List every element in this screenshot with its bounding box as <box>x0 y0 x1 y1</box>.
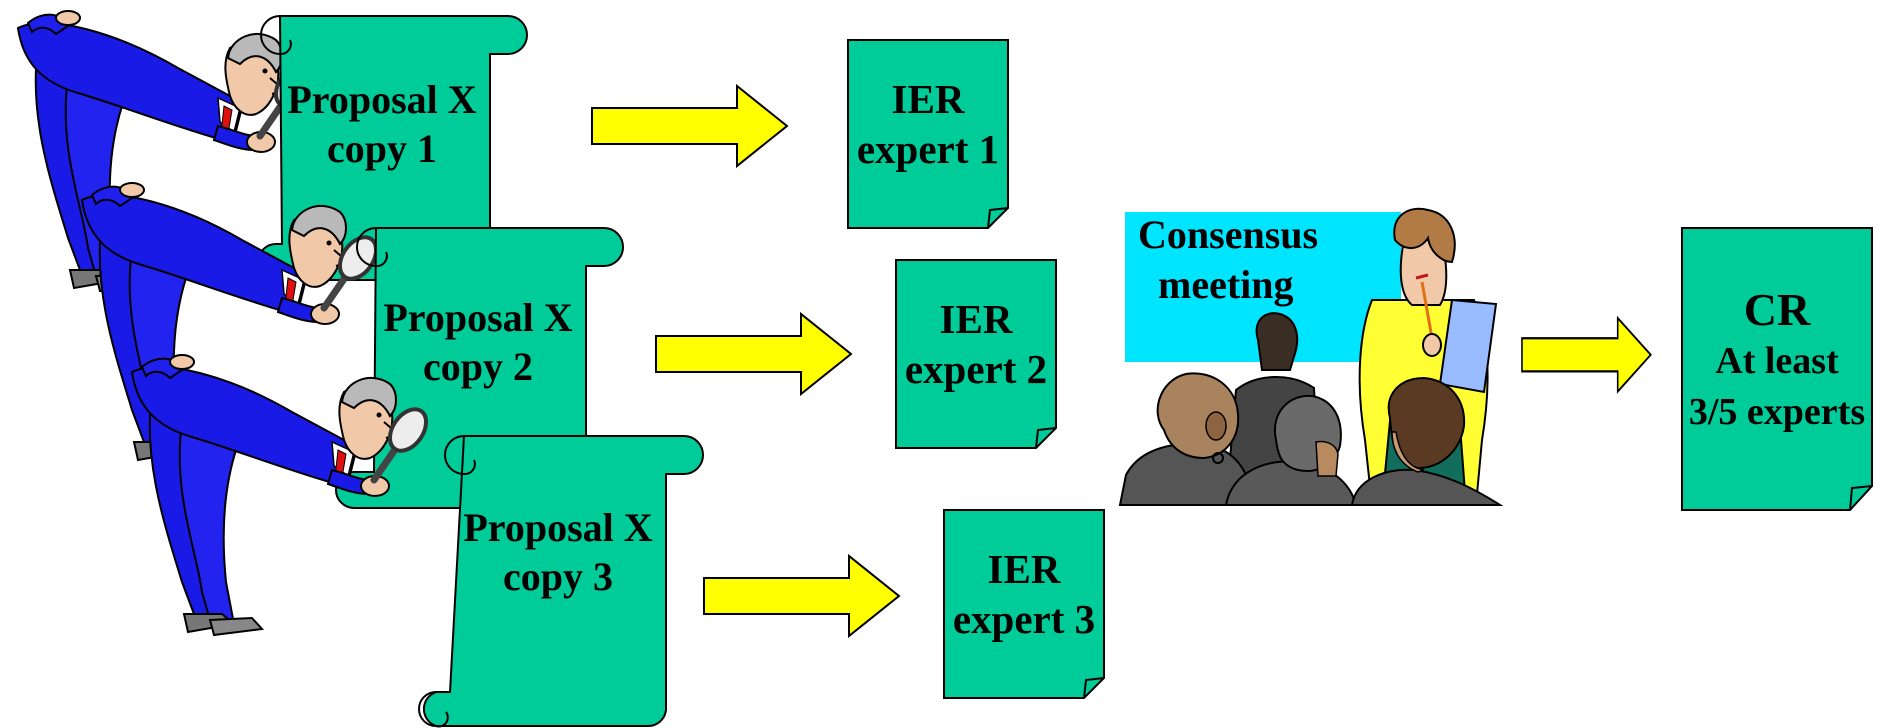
proposal-copy-2-label: Proposal X copy 2 <box>370 294 586 392</box>
arrow-consensus-to-cr <box>1521 315 1652 394</box>
ier-2-sub: expert 2 <box>904 346 1048 393</box>
ier-3-sub: expert 3 <box>952 596 1096 643</box>
cr-line-2: At least <box>1715 339 1839 382</box>
cr-label: CR At least 3/5 experts <box>1677 284 1877 439</box>
ier-document-3 <box>943 509 1105 699</box>
ier-document-2 <box>895 259 1057 449</box>
proposal-copy-3-title: Proposal X <box>463 505 653 550</box>
arrow-copy2-to-ier2 <box>655 313 852 395</box>
arrow-copy3-to-ier3 <box>703 555 900 637</box>
cr-document <box>1681 227 1873 511</box>
consensus-line-1: Consensus <box>1138 212 1319 257</box>
proposal-copy-1-title: Proposal X <box>287 77 477 122</box>
ier-expert-2-label: IER expert 2 <box>891 294 1061 394</box>
proposal-copy-2-sub: copy 2 <box>423 343 533 389</box>
consensus-meeting-illustration <box>1118 207 1504 506</box>
arrow-copy1-to-ier1 <box>591 85 788 167</box>
proposal-copy-1-sub: copy 1 <box>327 125 437 171</box>
cr-line-3: 3/5 experts <box>1688 391 1866 434</box>
consensus-line-2: meeting <box>1158 262 1294 307</box>
consensus-meeting-label: Consensus meeting <box>1138 210 1318 310</box>
proposal-copy-1-label: Proposal X copy 1 <box>274 76 490 174</box>
proposal-copy-2-title: Proposal X <box>383 295 573 340</box>
proposal-copy-3-label: Proposal X copy 3 <box>450 504 666 602</box>
ier-expert-1-label: IER expert 1 <box>843 74 1013 174</box>
ier-3-title: IER <box>987 546 1061 592</box>
ier-document-1 <box>847 39 1009 229</box>
ier-1-title: IER <box>891 76 965 122</box>
proposal-copy-3-sub: copy 3 <box>503 553 613 599</box>
cr-title: CR <box>1743 284 1811 335</box>
proposal-scroll-3 <box>418 435 704 728</box>
ier-1-sub: expert 1 <box>856 126 1000 173</box>
ier-expert-3-label: IER expert 3 <box>939 544 1109 644</box>
ier-2-title: IER <box>939 296 1013 342</box>
